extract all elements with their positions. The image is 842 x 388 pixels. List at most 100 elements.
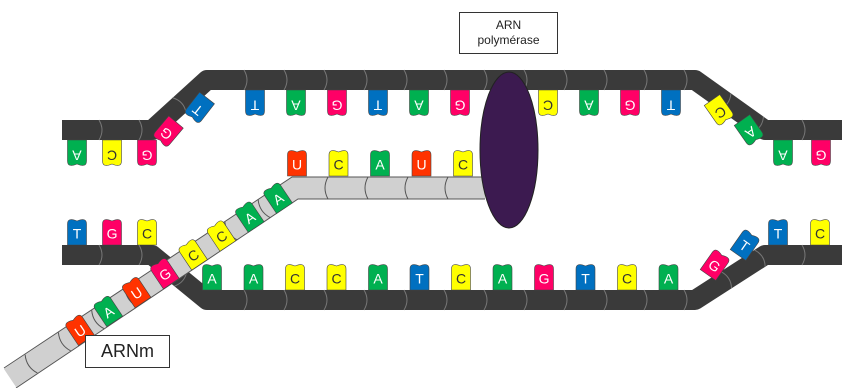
upper-base: G	[620, 89, 640, 116]
mrna-backbone-segment	[364, 176, 369, 200]
lower-base: A	[492, 264, 513, 291]
lower-dna-backbone-segment	[523, 289, 528, 311]
polymerase-label-line1: ARN	[495, 18, 522, 32]
rna-polymerase	[479, 71, 539, 229]
upper-dna-backbone-segment	[323, 69, 328, 91]
lower-base: A	[368, 264, 388, 291]
svg-text:U: U	[416, 157, 426, 173]
svg-text:G: G	[455, 97, 466, 113]
lower-dna-backbone-segment	[801, 244, 806, 266]
lower-base: C	[617, 264, 637, 291]
svg-text:C: C	[142, 226, 152, 242]
lower-dna-backbone-segment	[754, 249, 766, 267]
upper-base: C	[703, 94, 734, 126]
upper-base: A	[67, 139, 87, 166]
svg-text:T: T	[415, 271, 424, 287]
svg-text:A: A	[778, 147, 788, 163]
lower-dna-backbone	[62, 245, 842, 310]
lower-base: T	[768, 219, 788, 246]
upper-dna-backbone-segment	[363, 69, 368, 91]
upper-base: G	[137, 139, 157, 166]
svg-text:T: T	[581, 271, 590, 287]
svg-text:C: C	[543, 97, 553, 113]
upper-dna-backbone-segment	[443, 69, 448, 91]
lower-base: A	[243, 264, 264, 291]
svg-text:A: A	[291, 97, 301, 113]
upper-base: A	[286, 89, 306, 116]
lower-base: G	[534, 264, 554, 291]
svg-text:A: A	[207, 271, 217, 287]
svg-text:G: G	[539, 271, 550, 287]
svg-text:A: A	[373, 271, 383, 287]
svg-text:G: G	[816, 147, 827, 163]
mrna-backbone-segment	[444, 176, 449, 200]
lower-base: C	[285, 264, 305, 291]
svg-text:C: C	[815, 226, 825, 242]
upper-dna-backbone-segment	[563, 69, 568, 91]
mrna-base: C	[178, 239, 208, 271]
upper-base: A	[773, 139, 793, 166]
svg-text:A: A	[584, 97, 594, 113]
svg-text:A: A	[498, 271, 508, 287]
mrna-backbone-segment	[57, 332, 71, 352]
upper-base: T	[368, 89, 388, 116]
svg-text:C: C	[331, 271, 341, 287]
upper-dna-backbone-segment	[603, 69, 608, 91]
mrna-outline	[15, 198, 485, 388]
upper-base: A	[579, 89, 599, 116]
svg-text:A: A	[375, 157, 385, 173]
upper-dna-backbone-segment	[801, 119, 806, 141]
upper-dna-backbone-segment	[483, 69, 488, 91]
mrna-base: U	[122, 277, 152, 309]
lower-dna-backbone-segment	[138, 244, 143, 266]
lower-dna-backbone-segment	[683, 289, 688, 311]
svg-text:G: G	[332, 97, 343, 113]
polymerase-label: ARN polymérase	[459, 12, 558, 54]
lower-dna-backbone-segment	[283, 289, 288, 311]
svg-text:A: A	[414, 97, 424, 113]
upper-base: T	[661, 89, 681, 116]
lower-dna-backbone-segment	[363, 289, 368, 311]
svg-text:T: T	[250, 97, 259, 113]
lower-base: C	[326, 264, 347, 291]
mrna-base: G	[150, 258, 180, 290]
mrna-base: U	[411, 150, 432, 177]
lower-dna-backbone-segment	[720, 271, 733, 289]
svg-text:C: C	[333, 157, 343, 173]
upper-dna-backbone-segment	[243, 69, 248, 91]
svg-text:C: C	[622, 271, 632, 287]
mrna-base: U	[287, 150, 307, 177]
upper-dna-backbone-segment	[138, 119, 143, 141]
lower-base: G	[699, 249, 730, 281]
svg-text:G: G	[625, 97, 636, 113]
lower-base: G	[102, 219, 122, 246]
svg-text:C: C	[290, 271, 300, 287]
svg-text:U: U	[292, 157, 302, 173]
lower-dna-backbone-segment	[443, 289, 448, 311]
mrna-base: C	[328, 150, 349, 177]
upper-dna-backbone-segment	[98, 119, 103, 141]
svg-text:A: A	[664, 271, 674, 287]
lower-dna-backbone-segment	[98, 244, 103, 266]
open-helix-space	[538, 150, 708, 210]
lower-base: C	[810, 219, 830, 246]
svg-text:G: G	[142, 147, 153, 163]
upper-dna-backbone	[62, 70, 842, 140]
mrna-backbone-segment	[91, 310, 105, 330]
svg-text:C: C	[107, 147, 117, 163]
upper-base: T	[185, 91, 215, 123]
lower-dna-backbone-segment	[483, 289, 488, 311]
svg-text:A: A	[249, 271, 259, 287]
svg-text:T: T	[373, 97, 382, 113]
mrna-base: C	[206, 220, 237, 252]
svg-text:G: G	[107, 226, 118, 242]
svg-text:A: A	[72, 147, 82, 163]
upper-dna-backbone-segment	[643, 69, 648, 91]
upper-base: G	[450, 89, 470, 116]
svg-text:C: C	[458, 157, 468, 173]
mrna-backbone-segment	[257, 199, 271, 219]
upper-base: A	[733, 114, 764, 146]
upper-base: G	[153, 115, 184, 147]
